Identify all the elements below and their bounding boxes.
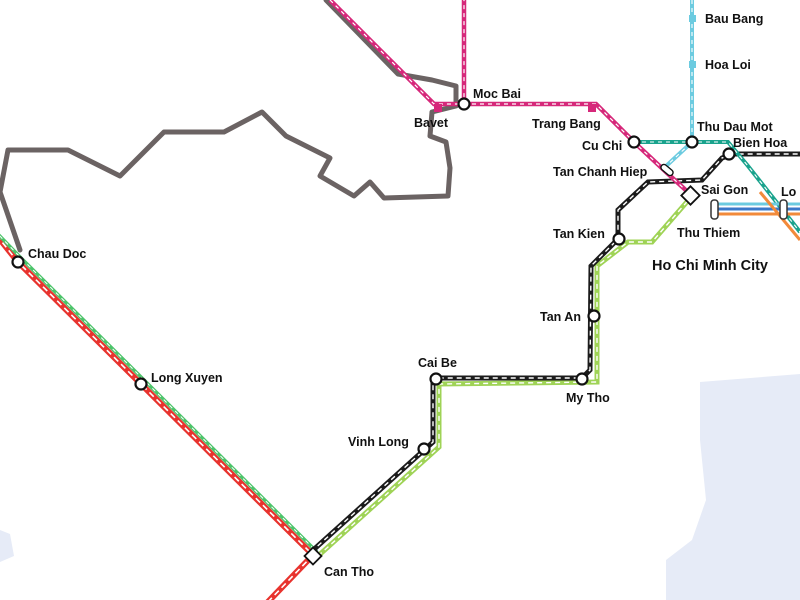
cai-be-station-marker: [429, 372, 443, 386]
rail-line-teal: [634, 140, 800, 234]
rail-line-lime: [316, 194, 694, 558]
label-trang-bang: Trang Bang: [532, 117, 601, 131]
cu-chi-station-marker: [627, 135, 641, 149]
label-tan-kien: Tan Kien: [553, 227, 605, 241]
label-cai-be: Cai Be: [418, 356, 457, 370]
label-moc-bai: Moc Bai: [473, 87, 521, 101]
tan-chanh-hiep-station-marker: [660, 163, 674, 177]
label-cu-chi: Cu Chi: [582, 139, 622, 153]
sai-gon-station-marker: [680, 185, 701, 206]
label-my-tho: My Tho: [566, 391, 610, 405]
label-vinh-long: Vinh Long: [348, 435, 409, 449]
rail-line-red-green: [0, 233, 319, 600]
long-xuyen-station-marker: [134, 377, 148, 391]
label-bien-hoa: Bien Hoa: [733, 136, 788, 150]
label-ho-chi-minh-city: Ho Chi Minh City: [652, 258, 768, 274]
moc-bai-station-marker: [457, 97, 471, 111]
national-border: [0, 0, 459, 253]
tan-kien-station-marker: [612, 232, 626, 246]
water-areas: [0, 374, 800, 600]
label-can-tho: Can Tho: [324, 565, 374, 579]
label-bavet: Bavet: [414, 116, 449, 130]
label-long-xuyen: Long Xuyen: [151, 371, 223, 385]
label-sai-gon: Sai Gon: [701, 183, 748, 197]
thu-thiem-station-marker: [710, 199, 719, 220]
can-tho-station-marker: [303, 546, 323, 566]
label-hoa-loi: Hoa Loi: [705, 58, 751, 72]
lo-station-marker: [779, 199, 788, 220]
trang-bang-stop-marker: [588, 104, 596, 112]
water-area-southwest: [0, 530, 14, 562]
rail-bundle-thu-thiem: [710, 191, 800, 241]
hoa-loi-stop-marker: [689, 61, 696, 68]
station-labels: Chau Doc Long Xuyen Can Tho Vinh Long Ca…: [28, 12, 797, 579]
thu-dau-mot-station-marker: [685, 135, 699, 149]
my-tho-station-marker: [575, 372, 589, 386]
label-chau-doc: Chau Doc: [28, 247, 86, 261]
chau-doc-station-marker: [11, 255, 25, 269]
label-tan-chanh-hiep: Tan Chanh Hiep: [553, 165, 648, 179]
label-tan-an: Tan An: [540, 310, 581, 324]
bavet-stop-marker: [434, 104, 442, 112]
label-thu-dau-mot: Thu Dau Mot: [697, 120, 774, 134]
vinh-long-station-marker: [417, 442, 431, 456]
bien-hoa-station-marker: [722, 147, 736, 161]
label-lo-partial: Lo: [781, 185, 797, 199]
station-markers: [11, 97, 736, 566]
label-bau-bang: Bau Bang: [705, 12, 763, 26]
water-area-east: [666, 374, 800, 600]
tan-an-station-marker: [587, 309, 601, 323]
bau-bang-stop-marker: [689, 15, 696, 22]
label-thu-thiem: Thu Thiem: [677, 226, 740, 240]
